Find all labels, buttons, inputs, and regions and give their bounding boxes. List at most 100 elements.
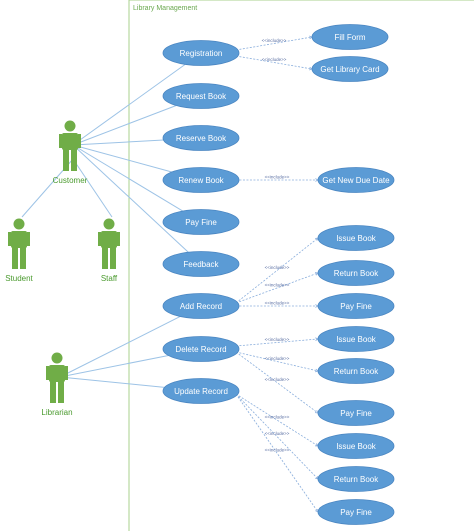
use-case-label: Request Book — [176, 92, 227, 101]
use-case-feedback: Feedback — [162, 251, 240, 277]
use-case-ellipse — [317, 225, 395, 251]
use-case-label: Renew Book — [178, 176, 224, 185]
association-line-librarian-delete_record — [59, 354, 169, 378]
use-case-ellipse — [317, 466, 395, 492]
use-case-registration: Registration — [162, 40, 240, 66]
include-line-add_record-add_return — [235, 272, 319, 304]
association-line-customer-reserve_book — [72, 139, 164, 146]
association-line-librarian-update_record — [59, 376, 165, 388]
use-case-ellipse — [162, 209, 240, 235]
include-line-update_record-upd_payfine — [235, 393, 319, 513]
use-case-fill-form: Fill Form — [311, 24, 389, 50]
generalization-line-staff — [72, 158, 113, 218]
use-case-label: Issue Book — [336, 234, 377, 243]
use-case-ellipse — [162, 336, 240, 362]
use-case-ellipse — [317, 499, 395, 525]
use-case-request-book: Request Book — [162, 83, 240, 109]
association-line-customer-renew_book — [72, 144, 172, 173]
use-case-add-record: Add Record — [162, 293, 240, 319]
actor-librarian: Librarian — [41, 352, 73, 417]
include-label: <<include>> — [265, 301, 290, 306]
use-case-label: Delete Record — [175, 345, 226, 354]
use-case-del-return: Return Book — [317, 358, 395, 384]
actor-label: Librarian — [41, 408, 72, 417]
use-case-label: Reserve Book — [176, 134, 227, 143]
include-label: <<include>> — [265, 377, 290, 382]
use-case-label: Pay Fine — [340, 409, 372, 418]
use-case-reserve-book: Reserve Book — [162, 125, 240, 151]
include-line-registration-get_card — [235, 55, 313, 70]
include-line-update_record-upd_return — [235, 393, 319, 480]
association-line-librarian-add_record — [59, 316, 181, 378]
use-case-ellipse — [162, 378, 240, 404]
use-case-upd-issue: Issue Book — [317, 433, 395, 459]
person-icon — [59, 120, 81, 171]
include-label: <<include>> — [265, 283, 290, 288]
use-case-label: Registration — [180, 49, 223, 58]
use-case-ellipse — [162, 125, 240, 151]
actor-customer: Customer — [53, 120, 88, 185]
use-case-ellipse — [162, 167, 240, 193]
use-case-get-card: Get Library Card — [311, 56, 389, 82]
use-case-ellipse — [317, 260, 395, 286]
use-case-label: Issue Book — [336, 442, 377, 451]
use-case-renew-book: Renew Book — [162, 167, 240, 193]
include-label: <<include>> — [262, 57, 287, 62]
use-case-ellipse — [317, 167, 395, 193]
person-icon — [8, 218, 30, 269]
use-case-ellipse — [317, 433, 395, 459]
use-case-del-payfine: Pay Fine — [317, 400, 395, 426]
include-label: <<include>> — [265, 356, 290, 361]
actor-label: Customer — [53, 176, 88, 185]
system-boundary — [128, 0, 474, 531]
use-case-label: Fill Form — [334, 33, 365, 42]
use-case-ellipse — [162, 293, 240, 319]
include-label: <<include>> — [265, 448, 290, 453]
use-case-label: Pay Fine — [340, 508, 372, 517]
use-case-del-issue: Issue Book — [317, 326, 395, 352]
association-line-customer-registration — [72, 63, 186, 146]
use-case-ellipse — [162, 251, 240, 277]
use-case-label: Return Book — [334, 475, 379, 484]
use-case-label: Pay Fine — [340, 302, 372, 311]
include-label: <<include>> — [262, 38, 287, 43]
association-line-customer-feedback — [72, 144, 189, 253]
include-line-registration-fill_form — [235, 36, 313, 51]
use-case-ellipse — [317, 358, 395, 384]
use-case-label: Update Record — [174, 387, 228, 396]
use-case-add-payfine: Pay Fine — [317, 293, 395, 319]
person-icon — [98, 218, 120, 269]
include-label: <<include>> — [265, 337, 290, 342]
use-case-pay-fine: Pay Fine — [162, 209, 240, 235]
include-line-update_record-upd_issue — [235, 393, 319, 447]
use-case-label: Pay Fine — [185, 218, 217, 227]
use-case-ellipse — [317, 293, 395, 319]
use-case-ellipse — [162, 83, 240, 109]
include-line-delete_record-del_return — [235, 351, 319, 372]
use-case-label: Return Book — [334, 367, 379, 376]
use-case-label: Issue Book — [336, 335, 377, 344]
actor-label: Staff — [101, 274, 118, 283]
actor-student: Student — [5, 218, 34, 283]
use-case-label: Get Library Card — [320, 65, 379, 74]
include-line-delete_record-del_payfine — [235, 351, 319, 414]
use-case-delete-record: Delete Record — [162, 336, 240, 362]
include-label: <<include>> — [265, 175, 290, 180]
use-case-label: Get New Due Date — [322, 176, 390, 185]
use-case-label: Return Book — [334, 269, 379, 278]
use-case-ellipse — [317, 400, 395, 426]
include-line-add_record-add_issue — [235, 237, 319, 304]
include-label: <<include>> — [265, 431, 290, 436]
person-icon — [46, 352, 68, 403]
use-case-add-return: Return Book — [317, 260, 395, 286]
use-case-ellipse — [162, 40, 240, 66]
use-case-ellipse — [311, 24, 389, 50]
association-line-customer-pay_fine — [72, 144, 184, 212]
use-case-add-issue: Issue Book — [317, 225, 395, 251]
include-label: <<include>> — [265, 415, 290, 420]
use-case-ellipse — [311, 56, 389, 82]
use-case-label: Feedback — [183, 260, 219, 269]
association-line-customer-request_book — [72, 105, 177, 146]
use-case-get-due-date: Get New Due Date — [317, 167, 395, 193]
